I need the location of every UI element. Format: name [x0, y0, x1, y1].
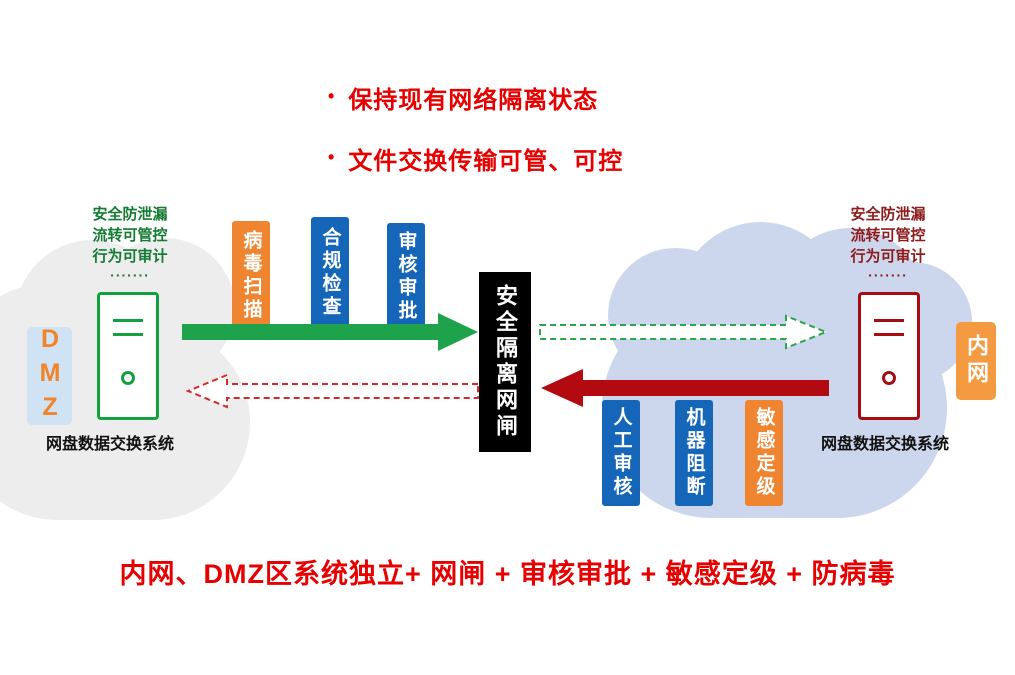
badge-label: 病毒扫描	[240, 230, 262, 322]
badge-label: 审核审批	[395, 231, 417, 323]
dmz-server-icon	[97, 292, 159, 420]
server-slot-line	[874, 333, 904, 336]
inbound-red-arrow	[541, 369, 829, 407]
badge-label: 机器阻断	[683, 407, 705, 499]
badge-label: 敏感定级	[753, 407, 775, 499]
ellipsis-dots: ·······	[110, 267, 150, 283]
feature-line: 安全防泄漏	[850, 206, 926, 223]
bullet-icon: •	[328, 147, 335, 167]
key-point-text: 保持现有网络隔离状态	[348, 87, 599, 114]
badge-compliance-check: 合规检查	[311, 217, 349, 329]
key-point-item: • 保持现有网络隔离状态	[328, 80, 623, 115]
security-isolation-gateway: 安全隔离网闸	[479, 272, 531, 452]
server-led-icon	[882, 371, 896, 385]
server-slot-line	[874, 319, 904, 322]
key-point-item: • 文件交换传输可管、可控	[328, 141, 623, 176]
ellipsis-dots: ·······	[868, 267, 908, 283]
bullet-icon: •	[328, 86, 335, 106]
badge-label: 人工审核	[610, 407, 632, 499]
return-red-dashed-arrow	[185, 373, 479, 409]
badge-label: 合规检查	[319, 227, 341, 319]
intranet-server-icon	[858, 292, 920, 420]
outbound-green-arrow	[182, 313, 478, 351]
feature-line: 行为可审计	[850, 248, 926, 265]
key-points-list: • 保持现有网络隔离状态 • 文件交换传输可管、可控	[328, 80, 623, 202]
badge-machine-block: 机器阻断	[675, 400, 713, 506]
forward-green-dashed-arrow	[539, 314, 829, 350]
intranet-system-label: 网盘数据交换系统	[820, 436, 949, 453]
badge-sensitivity-grading: 敏感定级	[745, 400, 783, 506]
intranet-zone-badge: 内网	[956, 322, 996, 400]
dmz-zone-badge: DMZ	[27, 325, 72, 427]
gateway-label: 安全隔离网闸	[493, 284, 518, 440]
server-slot-line	[113, 333, 143, 336]
badge-manual-review: 人工审核	[602, 400, 640, 506]
feature-line: 流转可管控	[850, 227, 926, 244]
key-point-text: 文件交换传输可管、可控	[348, 148, 624, 175]
server-led-icon	[121, 371, 135, 385]
server-slot-line	[113, 319, 143, 322]
intranet-feature-list: 安全防泄漏 流转可管控 行为可审计 ·······	[818, 204, 958, 283]
dmz-system-label: 网盘数据交换系统	[45, 436, 174, 453]
feature-line: 流转可管控	[92, 227, 168, 244]
feature-line: 行为可审计	[92, 248, 168, 265]
dmz-feature-list: 安全防泄漏 流转可管控 行为可审计 ·······	[60, 204, 200, 283]
bottom-summary-text: 内网、DMZ区系统独立+ 网闸 + 审核审批 + 敏感定级 + 防病毒	[119, 559, 896, 589]
badge-review-approval: 审核审批	[387, 223, 425, 331]
intranet-zone-label: 内网	[964, 334, 989, 388]
badge-virus-scan: 病毒扫描	[232, 221, 270, 331]
dmz-zone-label: DMZ	[36, 325, 64, 427]
feature-line: 安全防泄漏	[92, 206, 168, 223]
